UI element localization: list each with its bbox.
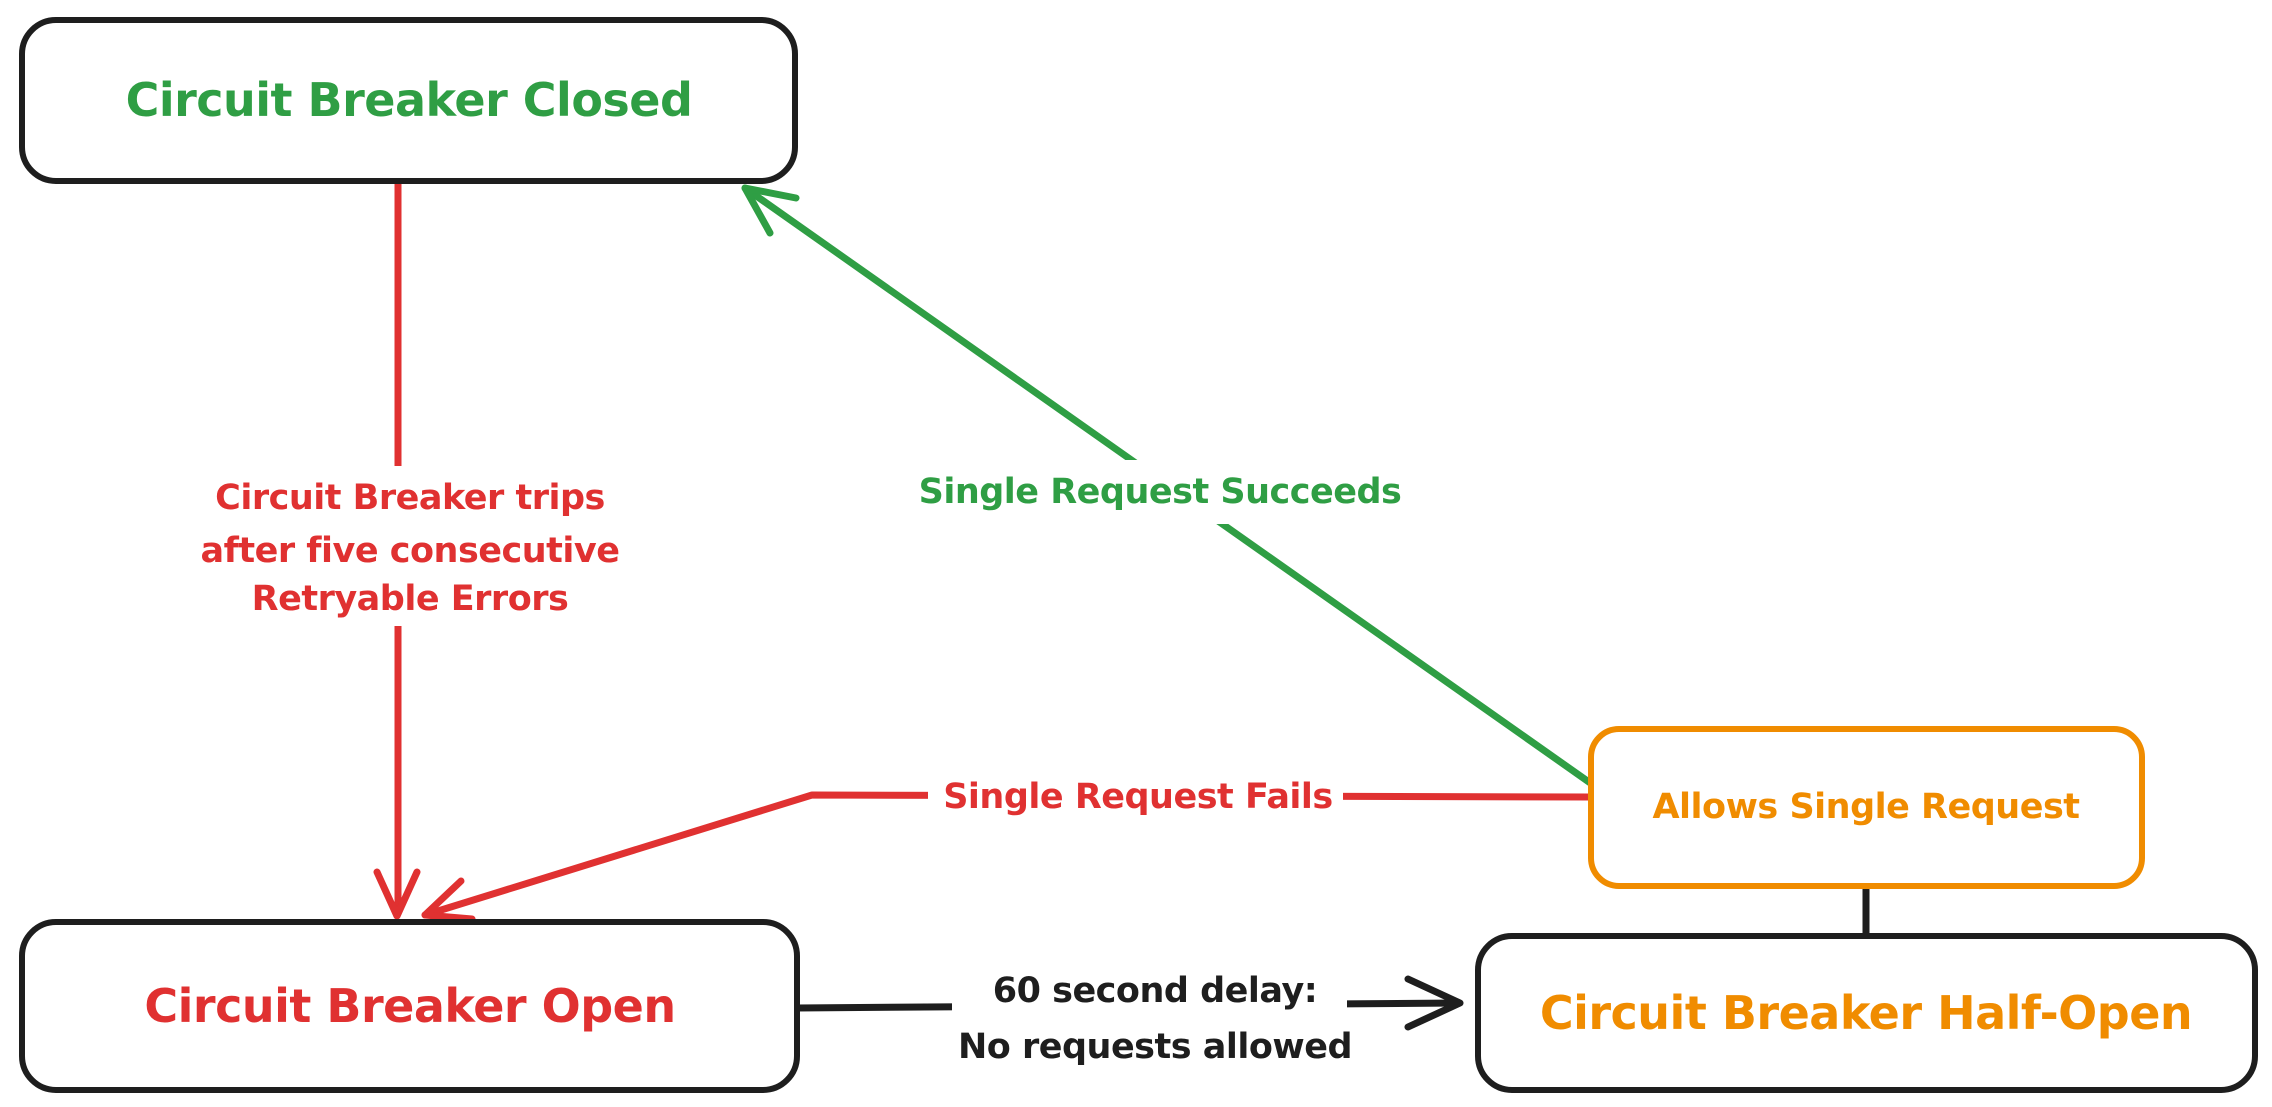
node-half-open-label: Circuit Breaker Half-Open — [1540, 986, 2192, 1040]
edge-fail-label: Single Request Fails — [928, 766, 1343, 828]
node-closed-label: Circuit Breaker Closed — [126, 73, 693, 127]
edge-succeed-label-mask — [913, 460, 1405, 524]
node-circuit-breaker-half-open: Circuit Breaker Half-Open — [1475, 933, 2258, 1093]
node-allows-single-request: Allows Single Request — [1588, 726, 2145, 889]
node-open-box — [19, 919, 800, 1093]
node-allows-box — [1588, 726, 2145, 889]
node-open-label: Circuit Breaker Open — [144, 979, 675, 1033]
edge-delay-label-line1: 60 second delay: — [993, 971, 1318, 1011]
edge-trip-label-line1: Circuit Breaker trips — [215, 478, 605, 518]
edge-delay-label-mask — [952, 958, 1347, 1072]
edge-trip-arrowhead-icon — [373, 868, 421, 920]
node-closed-box — [19, 17, 798, 184]
node-half-open-box — [1475, 933, 2258, 1093]
edge-fail-label-mask — [928, 766, 1343, 828]
edge-delay-label-line2: No requests allowed — [958, 1027, 1352, 1067]
edge-trip-label-line3: Retryable Errors — [252, 579, 569, 619]
edge-trip-label: Circuit Breaker trips after five consecu… — [183, 466, 638, 626]
edge-succeed-label-text: Single Request Succeeds — [919, 472, 1402, 512]
edge-succeed-arrowhead-icon — [741, 184, 800, 237]
edge-fail-label-text: Single Request Fails — [943, 777, 1333, 817]
edge-delay-arrowhead-icon — [1404, 975, 1464, 1031]
edge-fail-arrowhead-icon — [421, 877, 476, 923]
node-circuit-breaker-open: Circuit Breaker Open — [19, 919, 800, 1093]
edge-delay-label: 60 second delay: No requests allowed — [952, 958, 1353, 1072]
edge-trip-label-mask — [183, 466, 638, 626]
edge-succeed-label: Single Request Succeeds — [913, 460, 1405, 524]
edge-trip-label-line2: after five consecutive — [201, 531, 620, 571]
node-allows-label: Allows Single Request — [1652, 787, 2079, 827]
node-circuit-breaker-closed: Circuit Breaker Closed — [19, 17, 798, 184]
